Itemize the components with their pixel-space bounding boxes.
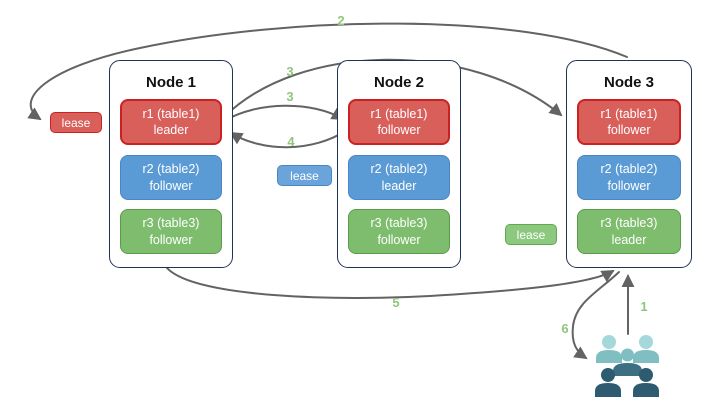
replica-role: follower xyxy=(149,178,193,193)
node-2-replica-r1: r1 (table1) follower xyxy=(348,99,450,145)
arrow-step-2-node3-to-lease1 xyxy=(27,22,628,121)
replica-role: follower xyxy=(377,123,421,137)
replica-label: r3 (table3) xyxy=(600,216,658,231)
replica-label: r2 (table2) xyxy=(600,162,658,177)
arrow-step-3-node1-to-node2 xyxy=(223,104,345,122)
replica-label: r2 (table2) xyxy=(142,162,200,177)
user-middle xyxy=(613,348,642,376)
step-label-3b: 3 xyxy=(286,89,294,104)
arrow-step-4-node2-to-node1 xyxy=(229,129,348,149)
step-label-2: 2 xyxy=(337,13,345,28)
user-back-right xyxy=(633,335,659,363)
user-back-left xyxy=(596,335,622,363)
node-2-title: Node 2 xyxy=(373,74,424,91)
replica-label: r3 (table3) xyxy=(370,216,428,231)
replica-role: follower xyxy=(607,178,651,193)
replica-label: r3 (table3) xyxy=(142,216,200,231)
step-label-6: 6 xyxy=(561,321,569,336)
replica-label: r1 (table1) xyxy=(600,106,658,121)
arrow-step-6-node3-to-users xyxy=(571,271,620,360)
user-front-left xyxy=(595,368,621,397)
user-front-right xyxy=(633,368,659,397)
replica-label: r2 (table2) xyxy=(370,162,428,177)
replica-role: follower xyxy=(377,232,421,247)
node-3-replica-r1: r1 (table1) follower xyxy=(577,99,681,145)
node-1-title: Node 1 xyxy=(145,74,196,91)
lease-tag-r1: lease xyxy=(50,112,102,133)
replica-role: leader xyxy=(153,123,189,137)
node-1-replica-r2: r2 (table2) follower xyxy=(120,155,222,200)
replica-role: follower xyxy=(149,232,193,247)
step-label-1: 1 xyxy=(640,299,648,314)
arrow-step-3-node1-to-node3 xyxy=(223,58,563,118)
node-2-replica-r2: r2 (table2) leader xyxy=(348,155,450,200)
replica-role: follower xyxy=(607,123,651,137)
users-icon xyxy=(595,335,659,397)
node-1: Node 1 r1 (table1) leader r2 (table2) fo… xyxy=(109,60,233,268)
replica-label: r1 (table1) xyxy=(370,106,428,121)
node-3-title: Node 3 xyxy=(603,74,654,91)
lease-tag-r3: lease xyxy=(505,224,557,245)
replica-role: leader xyxy=(611,232,647,247)
replica-label: r1 (table1) xyxy=(142,106,200,121)
step-label-4: 4 xyxy=(287,134,295,149)
node-3-replica-r3: r3 (table3) leader xyxy=(577,209,681,254)
step-label-3a: 3 xyxy=(286,64,294,79)
node-1-replica-r1: r1 (table1) leader xyxy=(120,99,222,145)
node-2-replica-r3: r3 (table3) follower xyxy=(348,209,450,254)
replica-role: leader xyxy=(381,178,417,193)
node-2: Node 2 r1 (table1) follower r2 (table2) … xyxy=(337,60,461,268)
node-1-replica-r3: r3 (table3) follower xyxy=(120,209,222,254)
node-3: Node 3 r1 (table1) follower r2 (table2) … xyxy=(566,60,692,268)
node-3-replica-r2: r2 (table2) follower xyxy=(577,155,681,200)
lease-tag-r2: lease xyxy=(277,165,332,186)
step-label-5: 5 xyxy=(392,295,400,310)
arrow-step-5-node1-to-node3 xyxy=(166,267,615,299)
